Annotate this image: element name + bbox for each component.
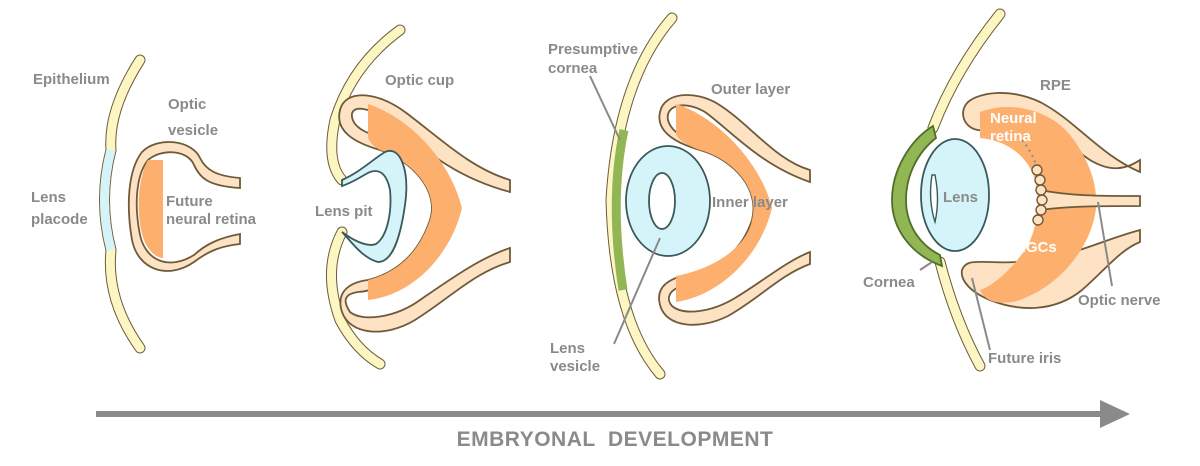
cornea-leader	[919, 261, 933, 271]
rgc	[1034, 174, 1046, 186]
stage-3: Presumptive cornea Outer layer Inner lay…	[548, 12, 811, 380]
inner-layer-optic-cup	[368, 104, 462, 300]
neural-retina	[980, 106, 1097, 303]
presumptive-cornea-leader	[589, 75, 621, 141]
presumptive-cornea	[611, 129, 629, 291]
lens-vesicle-lumen	[648, 172, 676, 230]
future-iris-label: Future iris	[988, 350, 1061, 367]
neural-retina-label: Neural	[990, 110, 1037, 127]
rgcs	[1031, 164, 1048, 226]
future-neural-retina	[138, 160, 163, 258]
lens-vesicle-label: Lens	[550, 340, 585, 357]
rgcs-label: RGCs	[1015, 239, 1057, 256]
neural-retina-label-2: retina	[990, 128, 1032, 145]
optic-nerve-label: Optic nerve	[1078, 292, 1161, 309]
rgc	[1036, 194, 1048, 206]
stage-4: RPE Neural retina Lens RGCs Cornea Optic…	[863, 8, 1161, 372]
inner-layer-label: Inner layer	[712, 194, 788, 211]
future-iris-leader	[971, 277, 991, 351]
presumptive-cornea-label-2: cornea	[548, 60, 598, 77]
epithelium-3	[606, 13, 677, 379]
rgc	[1032, 214, 1044, 226]
optic-cup-label: Optic cup	[385, 72, 454, 89]
lens-placode	[100, 148, 116, 252]
future-retina-label-2: neural retina	[166, 211, 257, 228]
outer-layer-label: Outer layer	[711, 81, 790, 98]
optic-vesicle-label-2: vesicle	[168, 122, 218, 139]
epithelium-label: Epithelium	[33, 71, 110, 88]
cornea-label: Cornea	[863, 274, 915, 291]
rgc	[1035, 184, 1047, 196]
future-retina-label: Future	[166, 193, 213, 210]
lens-4-highlight	[929, 174, 939, 225]
lens-label: Lens	[943, 189, 978, 206]
rgc	[1031, 164, 1043, 176]
embryonal-development-label: EMBRYONAL DEVELOPMENT	[457, 428, 774, 451]
optic-vesicle	[127, 141, 241, 272]
stage-1: Epithelium Optic vesicle Lens placode Fu…	[31, 54, 257, 354]
inner-layer	[676, 104, 772, 302]
epithelium-4-upper	[928, 9, 1005, 133]
optic-vesicle-label: Optic	[168, 96, 206, 113]
lens-vesicle-leader	[613, 237, 661, 345]
lens-pit	[341, 149, 408, 263]
lens-vesicle-label-2: vesicle	[550, 358, 600, 375]
lens-placode-label-2: placode	[31, 211, 88, 228]
presumptive-cornea-label: Presumptive	[548, 41, 638, 58]
optic-nerve-leader	[1097, 201, 1113, 287]
epithelium-lower	[327, 227, 385, 369]
arrow-head	[1100, 400, 1130, 428]
development-arrow	[96, 400, 1130, 428]
lens-4	[920, 138, 990, 252]
optic-nerve	[1039, 188, 1141, 212]
rgc	[1035, 204, 1047, 216]
epithelium-upper	[327, 25, 405, 185]
cornea	[891, 124, 944, 268]
lens-placode-label: Lens	[31, 189, 66, 206]
lens-pit-label: Lens pit	[315, 203, 373, 220]
rpe-label: RPE	[1040, 77, 1071, 94]
stage-2: Optic cup Lens pit	[315, 24, 511, 370]
epithelium-4-lower	[935, 257, 985, 371]
